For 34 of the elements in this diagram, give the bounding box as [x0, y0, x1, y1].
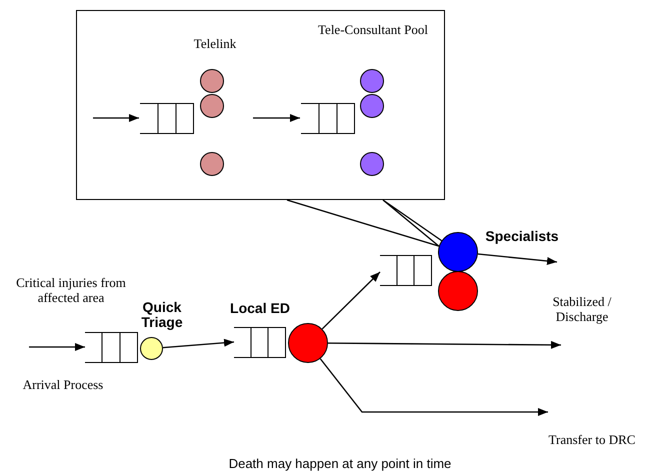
arrow: [93, 114, 139, 122]
flow-label: Arrival Process: [22, 377, 104, 392]
caption: Death may happen at any point in time: [228, 456, 452, 471]
station-heading: Local ED: [229, 301, 291, 316]
server-circle: [360, 94, 384, 118]
server-circle: [200, 69, 224, 93]
arrow: [328, 340, 561, 349]
pool-heading: Telelink: [192, 36, 238, 51]
arrow: [29, 343, 85, 351]
queue-buffer: [380, 255, 432, 286]
station-heading: Quick Triage: [140, 300, 184, 330]
arrow: [320, 358, 548, 416]
flow-label: Transfer to DRC: [548, 432, 636, 447]
flow-label: Critical injuries from affected area: [15, 275, 127, 305]
queue-buffer: [140, 103, 194, 134]
pool-heading: Tele-Consultant Pool: [318, 22, 428, 37]
callout-box: [76, 10, 445, 200]
arrow: [253, 114, 300, 122]
station-heading: Specialists: [484, 229, 560, 244]
server-circle: [438, 232, 478, 272]
flow-label: Stabilized / Discharge: [552, 294, 612, 324]
queue-buffer: [301, 103, 355, 134]
server-circle: [140, 337, 163, 360]
arrow: [162, 338, 234, 348]
server-circle: [360, 69, 384, 93]
queue-buffer: [85, 332, 138, 363]
server-circle: [200, 152, 224, 176]
queue-buffer: [234, 327, 286, 358]
arrow: [322, 272, 380, 330]
arrow: [478, 253, 558, 265]
server-circle: [288, 323, 328, 363]
server-circle: [200, 94, 224, 118]
server-circle: [438, 271, 478, 311]
server-circle: [360, 152, 384, 176]
